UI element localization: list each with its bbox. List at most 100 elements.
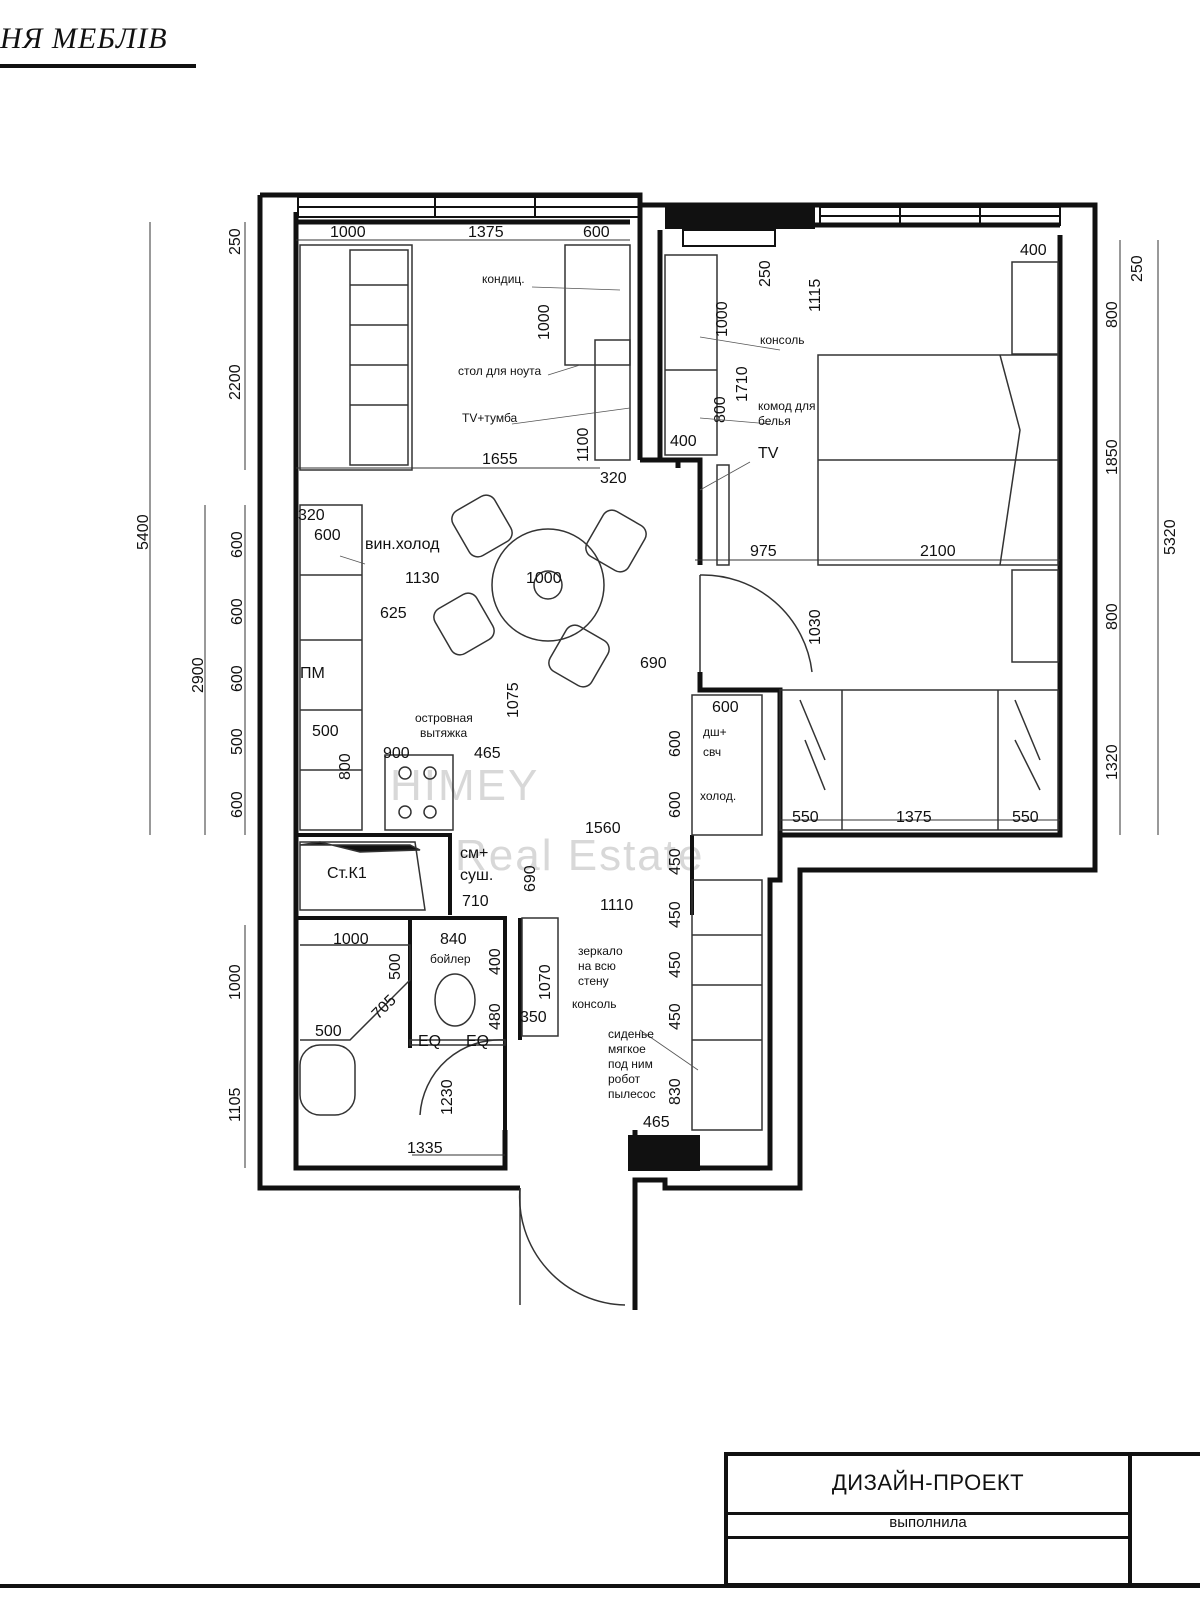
dim-2900: 2900 [190, 657, 207, 693]
dim-840: 840 [440, 931, 467, 948]
label-kondits: кондиц. [482, 272, 525, 286]
dim-1000-top: 1000 [330, 224, 366, 241]
dim-1000-bath: 1000 [333, 931, 369, 948]
dim-600-hall2: 600 [667, 730, 684, 757]
dim-250-right: 250 [1129, 255, 1146, 282]
dim-1000-desk: 1000 [536, 304, 553, 340]
dim-2200: 2200 [227, 364, 244, 400]
title-block-row3 [728, 1536, 1132, 1587]
label-tv-tumba: TV+тумба [462, 411, 518, 425]
dim-1030: 1030 [807, 609, 824, 645]
dim-600-top: 600 [583, 224, 610, 241]
title-block-author: выполнила [889, 1514, 967, 1531]
dim-1075: 1075 [505, 682, 522, 718]
dim-1100: 1100 [575, 427, 592, 462]
label-eq1: EQ [418, 1033, 441, 1050]
title-block-row1 [728, 1456, 1132, 1515]
label-pm: ПМ [300, 665, 325, 682]
dim-1375-bedroom: 1375 [896, 809, 932, 826]
dim-450-hall4: 450 [667, 1003, 684, 1030]
dim-550-left: 550 [792, 809, 819, 826]
watermark: HIMEY Real Estate [390, 761, 704, 880]
dim-465-island: 465 [474, 745, 501, 762]
dim-5400: 5400 [135, 514, 152, 550]
label-vytyazhka-line2: вытяжка [420, 726, 468, 740]
label-st-k1: Ст.К1 [327, 865, 367, 882]
dim-800-right-top: 800 [1104, 301, 1121, 328]
label-komod-line1: комод для [758, 399, 816, 413]
dim-1230: 1230 [439, 1079, 456, 1115]
dimension-texts: 1000 1375 600 400 250 250 250 1115 1000 … [135, 224, 1179, 1157]
label-zerkalo-line2: на всю [578, 959, 616, 973]
bottom-border [0, 1584, 1200, 1588]
dim-450-hall1: 450 [667, 848, 684, 875]
dim-600-hall: 600 [712, 699, 739, 716]
dim-600-col3: 600 [229, 665, 246, 692]
dim-600-col4: 600 [229, 791, 246, 818]
label-konsol-top: консоль [760, 333, 804, 347]
furniture [299, 244, 1059, 1306]
dim-1850: 1850 [1104, 439, 1121, 475]
label-zerkalo-line3: стену [578, 974, 609, 988]
dim-600-kitchen: 600 [314, 527, 341, 544]
label-sid-line2: мягкое [608, 1042, 646, 1056]
label-vytyazhka-line1: островная [415, 711, 473, 725]
dim-900: 900 [383, 745, 410, 762]
hatched-columns [628, 205, 815, 1171]
label-dsh-line2: свч [703, 745, 721, 759]
dim-1115: 1115 [807, 279, 824, 312]
dim-500-sink: 500 [315, 1023, 342, 1040]
dim-2100: 2100 [920, 543, 956, 560]
dim-480: 480 [487, 1003, 504, 1030]
dim-1130: 1130 [405, 570, 440, 587]
label-konsol-bottom: консоль [572, 997, 616, 1011]
dim-400-boiler: 400 [487, 948, 504, 975]
dim-550-right: 550 [1012, 809, 1039, 826]
dim-1375-top: 1375 [468, 224, 504, 241]
dim-1105: 1105 [227, 1087, 244, 1122]
dim-1000-bath-left: 1000 [227, 964, 244, 1000]
label-sid-line5: пылесос [608, 1087, 656, 1101]
label-sm-line1: см+ [460, 845, 488, 862]
dim-450-hall2: 450 [667, 901, 684, 928]
dim-500-col: 500 [229, 728, 246, 755]
watermark-line1: HIMEY [390, 761, 539, 810]
dimension-lines [149, 222, 1159, 1168]
watermark-line2: Real Estate [455, 831, 704, 880]
dim-975: 975 [750, 543, 777, 560]
dim-690-table: 690 [640, 655, 667, 672]
title-block-row2 [728, 1512, 1132, 1539]
room-labels: кондиц. стол для ноута TV+тумба консоль … [300, 272, 816, 1101]
dim-600-col2: 600 [229, 598, 246, 625]
label-stol-notebook: стол для ноута [458, 364, 541, 378]
label-leaders [339, 286, 781, 1071]
dim-1655: 1655 [482, 451, 518, 468]
label-eq2: EQ [466, 1033, 489, 1050]
dim-1335: 1335 [407, 1140, 443, 1157]
dim-1070: 1070 [537, 964, 554, 1000]
dim-1000-console: 1000 [714, 301, 731, 337]
dim-400-bedroom: 400 [670, 433, 697, 450]
label-zerkalo-line1: зеркало [578, 944, 623, 958]
label-sm-line2: суш. [460, 867, 493, 884]
dim-1320: 1320 [1104, 744, 1121, 780]
dim-450-hall3: 450 [667, 951, 684, 978]
title-block-project: ДИЗАЙН-ПРОЕКТ [831, 1470, 1025, 1495]
label-vin-holod: вин.холод [365, 536, 440, 553]
dim-1110: 1110 [600, 897, 633, 914]
dim-830: 830 [667, 1078, 684, 1105]
title-block: ДИЗАЙН-ПРОЕКТ выполнила [724, 1452, 1200, 1587]
label-sid-line3: под ним [608, 1057, 653, 1071]
dim-600-hall3: 600 [667, 791, 684, 818]
label-tv: TV [758, 445, 779, 462]
dim-800-kitchen: 800 [337, 753, 354, 780]
label-komod-line2: белья [758, 414, 791, 428]
dim-250-mid: 250 [757, 260, 774, 287]
dim-600-col1: 600 [229, 531, 246, 558]
dim-625: 625 [380, 605, 407, 622]
dim-500-kitchen: 500 [312, 723, 339, 740]
dim-710: 710 [462, 893, 489, 910]
page-title: НЯ МЕБЛІВ [0, 22, 168, 55]
label-sid-line4: робот [608, 1072, 641, 1086]
